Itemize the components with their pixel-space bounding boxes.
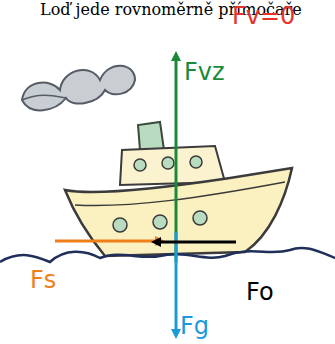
thrust-arrow (55, 240, 160, 243)
gravity-arrow (175, 232, 178, 334)
drag-arrow (156, 241, 236, 244)
force-label: Fs (30, 268, 56, 292)
force-label: Fv=0 (232, 4, 295, 28)
waves (0, 248, 335, 262)
buoyancy-arrow (175, 56, 178, 262)
hull (65, 168, 292, 256)
smoke (22, 66, 135, 111)
funnel (138, 122, 164, 150)
force-label: Fo (246, 280, 274, 304)
force-label: Fg (180, 314, 209, 338)
force-label: Fvz (184, 60, 225, 84)
cabin (120, 146, 225, 185)
